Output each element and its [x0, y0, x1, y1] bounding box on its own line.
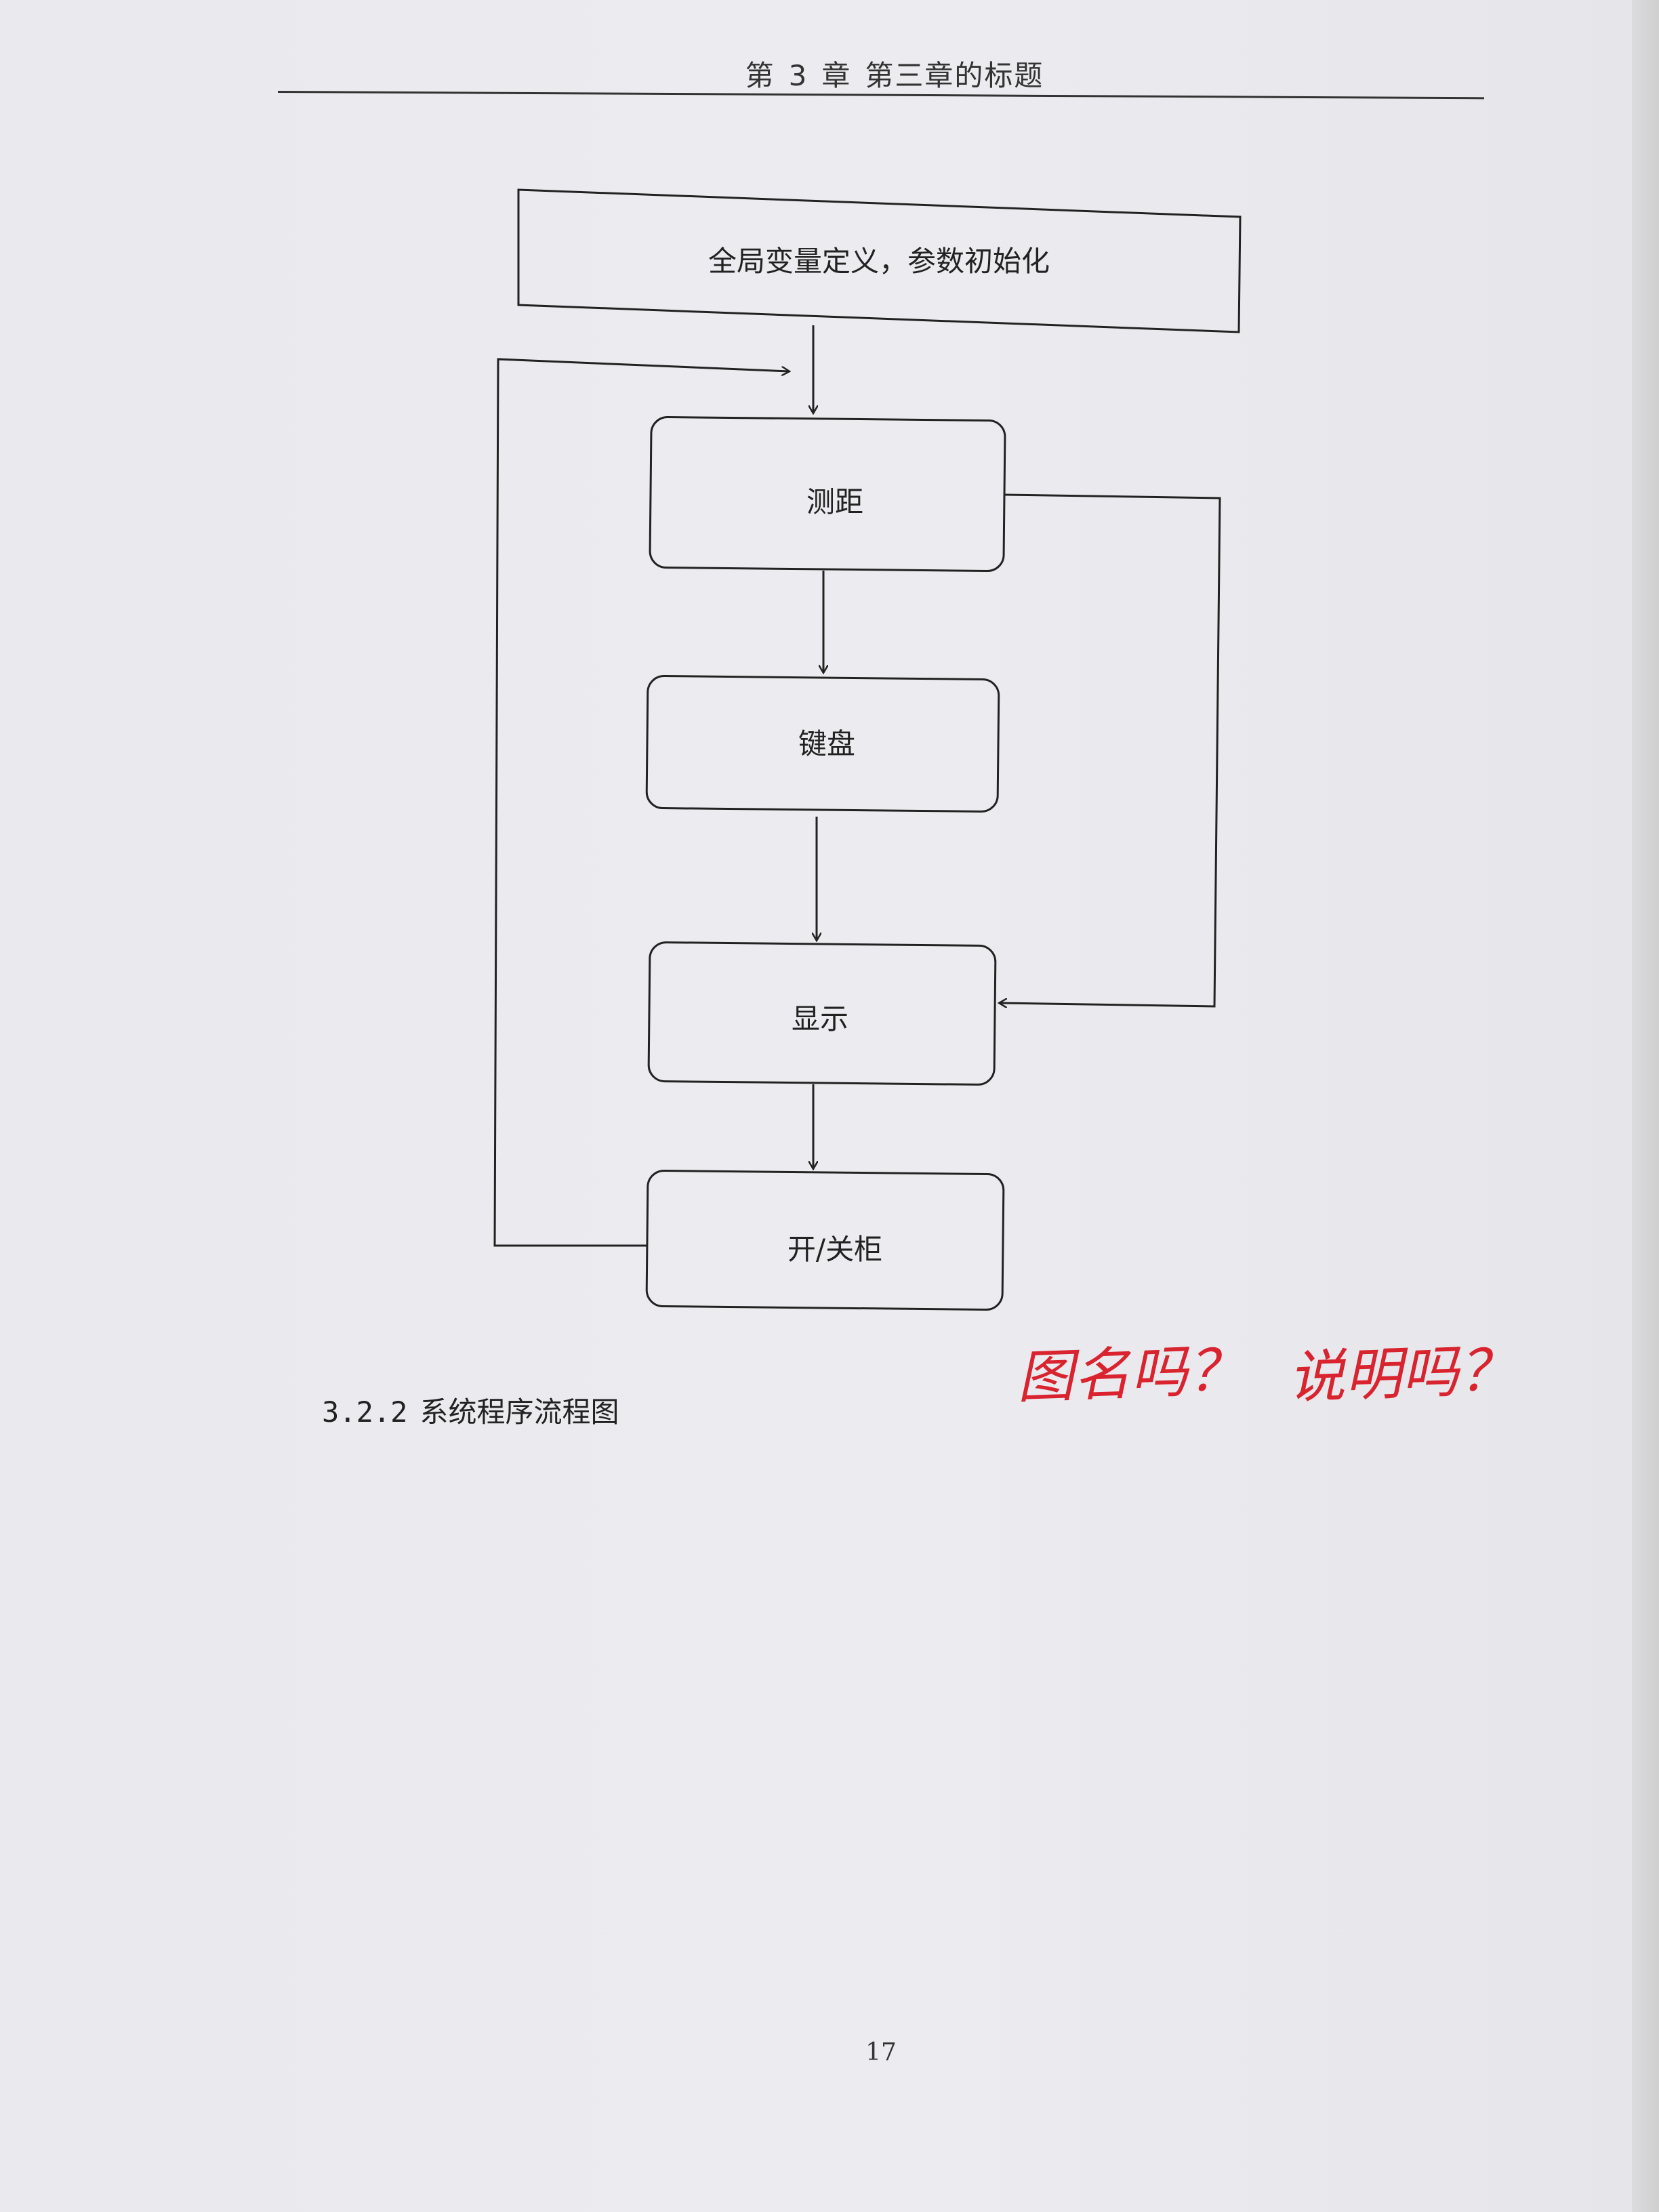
flow-node-ranging: 测距	[649, 416, 1006, 572]
flow-node-cabinet-label: 开/关柜	[787, 1233, 882, 1266]
section-title: 系统程序流程图	[419, 1395, 619, 1429]
flow-node-display-label: 显示	[792, 1002, 848, 1036]
section-number: 3.2.2	[322, 1395, 408, 1429]
section-heading: 3.2.2 系统程序流程图	[322, 1389, 619, 1431]
chapter-title: 第三章的标题	[865, 59, 1044, 92]
chapter-number: 3	[788, 59, 808, 92]
flow-node-keyboard: 键盘	[645, 675, 1000, 813]
flow-node-display: 显示	[647, 941, 997, 1086]
handwritten-note-2: 说明吗？	[1286, 1336, 1517, 1411]
flow-node-cabinet: 开/关柜	[645, 1170, 1005, 1311]
flow-node-init: 全局变量定义，参数初始化	[517, 188, 1242, 333]
flow-connectors	[493, 325, 1221, 1247]
handwritten-note-1: 图名吗？	[1015, 1336, 1246, 1411]
chapter-suffix: 章	[821, 59, 852, 92]
arrow-loop-back	[493, 358, 790, 1247]
flow-node-init-label: 全局变量定义，参数初始化	[708, 245, 1050, 278]
page-number: 17	[865, 2039, 897, 2066]
flow-node-keyboard-label: 键盘	[798, 727, 855, 760]
arrow-ranging-to-display	[999, 493, 1221, 1006]
page-edge	[1632, 0, 1659, 2212]
flow-node-ranging-label: 测距	[806, 485, 863, 518]
chapter-label: 第	[745, 59, 775, 92]
